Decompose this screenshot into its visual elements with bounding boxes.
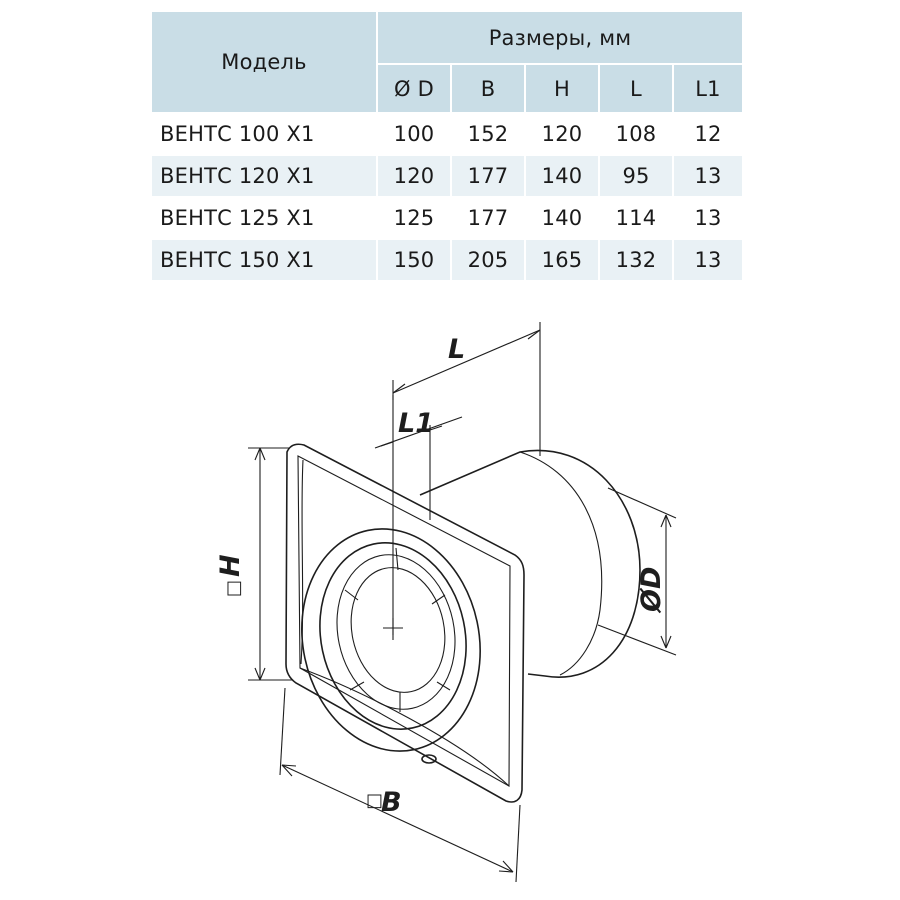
table-cell: 132 — [600, 240, 672, 280]
table-cell: 13 — [694, 206, 722, 230]
dimension-l: L — [392, 322, 541, 456]
column-header-d: Ø D — [378, 65, 450, 112]
table-row-model: ВЕНТС 150 Х1 — [152, 240, 376, 280]
fan-body-cylinder — [419, 449, 641, 678]
table-cell: 140 — [541, 206, 583, 230]
dimension-b: □ B — [279, 687, 521, 883]
column-header-b: B — [452, 65, 524, 112]
model-header: Модель — [152, 12, 376, 112]
table-cell: 114 — [615, 206, 657, 230]
dimensions-header: Размеры, мм — [378, 12, 742, 63]
label-b: B — [381, 787, 402, 818]
fan-dimension-drawing: L L1 □ H ØD □ B — [215, 322, 677, 883]
column-header-l: L — [600, 65, 672, 112]
fan-grille — [301, 528, 481, 764]
table-row-model: ВЕНТС 125 Х1 — [160, 206, 315, 230]
table-cell: 165 — [526, 240, 598, 280]
table-cell: 177 — [467, 206, 509, 230]
table-cell: 12 — [694, 122, 722, 146]
column-header-l1: L1 — [674, 65, 742, 112]
dimension-d: ØD — [597, 487, 677, 656]
dimension-h: □ H — [215, 447, 292, 681]
label-l: L — [448, 334, 465, 365]
label-h: H — [215, 554, 246, 577]
column-header-h: H — [526, 65, 598, 112]
table-cell: 120 — [541, 122, 583, 146]
table-cell: 205 — [452, 240, 524, 280]
table-row-model: ВЕНТС 120 Х1 — [152, 156, 376, 196]
table-cell: 140 — [526, 156, 598, 196]
dimensions-table: Модель Размеры, мм Ø D B H L L1 ВЕНТС 10… — [152, 12, 742, 280]
table-cell: 13 — [674, 240, 742, 280]
center-axis — [383, 395, 403, 640]
square-symbol-h: □ — [223, 580, 244, 597]
table-row-model: ВЕНТС 100 Х1 — [160, 122, 315, 146]
table-cell: 177 — [452, 156, 524, 196]
table-cell: 125 — [393, 206, 435, 230]
table-cell: 150 — [378, 240, 450, 280]
label-l1: L1 — [398, 408, 434, 439]
front-panel — [285, 443, 525, 803]
table-cell: 95 — [600, 156, 672, 196]
table-cell: 152 — [467, 122, 509, 146]
table-cell: 120 — [378, 156, 450, 196]
table-cell: 100 — [393, 122, 435, 146]
table-cell: 13 — [674, 156, 742, 196]
square-symbol-b: □ — [366, 790, 383, 811]
dimension-l1: L1 — [374, 408, 463, 520]
table-cell: 108 — [615, 122, 657, 146]
label-d: ØD — [636, 567, 667, 614]
